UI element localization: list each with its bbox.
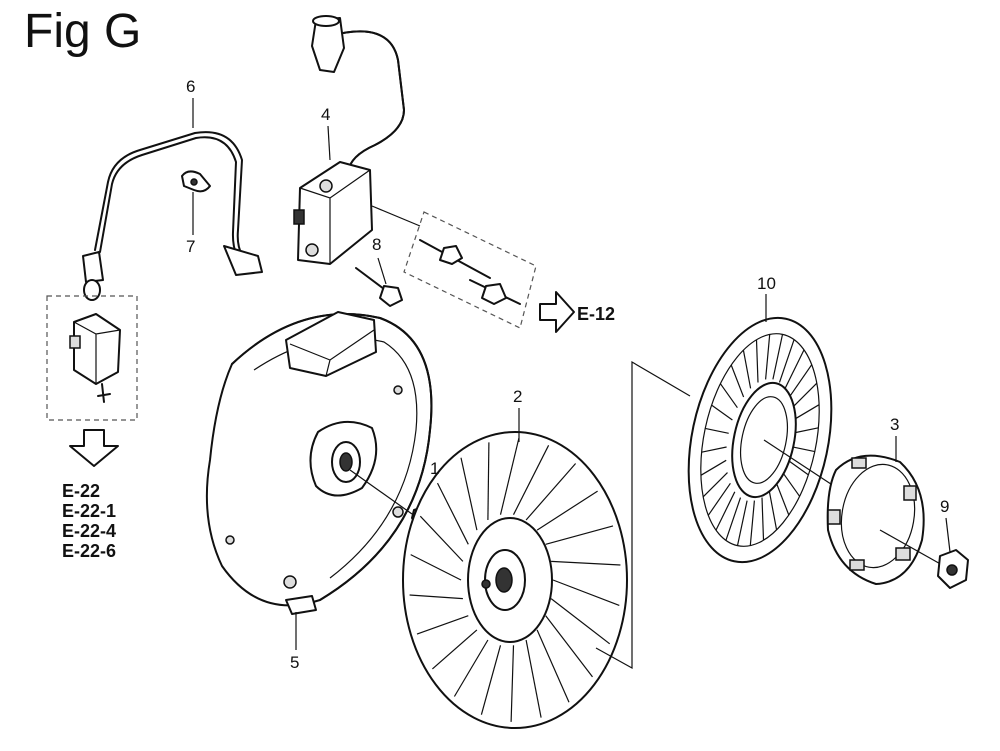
flywheel-fin	[550, 598, 611, 645]
part-4-ignition-coil	[293, 15, 421, 265]
leader-9	[945, 517, 951, 553]
pulley-rib	[782, 471, 801, 497]
flywheel-fin	[525, 639, 542, 718]
pulley-rib	[772, 334, 784, 380]
ref-e22-6[interactable]: E-22-6	[62, 541, 117, 561]
part-7-clip	[181, 170, 211, 193]
flywheel-fin	[545, 615, 593, 678]
subassembly-box-right	[403, 211, 537, 329]
ref-e22[interactable]: E-22	[62, 481, 101, 501]
pulley-rib	[749, 500, 755, 546]
plug-cap-subpart	[69, 313, 121, 403]
flywheel-fin	[551, 560, 621, 566]
part-2-flywheel	[402, 431, 628, 729]
pulley-rib	[765, 334, 771, 380]
flywheel-fin	[487, 442, 490, 521]
flywheel-fin	[453, 639, 489, 697]
pulley-rib	[705, 427, 729, 434]
flywheel-fin	[552, 579, 620, 606]
flywheel-fin	[410, 554, 462, 581]
pulley-rib	[784, 349, 805, 389]
pulley-rib	[793, 427, 819, 434]
pulley-rib	[778, 339, 795, 383]
part-6-lead	[82, 131, 263, 301]
flywheel-fin	[409, 594, 463, 600]
pulley-rib	[768, 491, 778, 531]
pulley-rib	[700, 459, 727, 476]
leader-4	[327, 125, 331, 161]
callout-3: 3	[890, 415, 900, 434]
ref-e12[interactable]: E-12	[577, 304, 616, 324]
pulley-rib	[701, 446, 727, 453]
pulley-rib	[755, 339, 759, 383]
e12-bolts	[419, 239, 521, 305]
down-arrow-left	[69, 429, 119, 467]
callout-7: 7	[186, 237, 196, 256]
part-8-bolt	[355, 267, 403, 307]
right-arrow-e12	[539, 291, 575, 333]
pulley-rib	[793, 404, 820, 421]
callout-1: 1	[430, 459, 440, 478]
flywheel-fin	[419, 515, 464, 562]
pulley-rib	[719, 383, 738, 409]
callout-4: 4	[321, 105, 331, 124]
callout-10: 10	[757, 274, 776, 293]
pulley-rib	[702, 472, 728, 498]
pulley-rib	[787, 459, 809, 476]
pulley-rib	[775, 482, 790, 516]
pulley-rib	[791, 446, 815, 453]
flywheel-fin	[536, 490, 598, 531]
part-9-flange-nut	[937, 549, 969, 589]
callout-9: 9	[940, 497, 950, 516]
callout-6: 6	[186, 77, 196, 96]
pulley-rib	[725, 497, 742, 541]
pulley-rib	[711, 404, 733, 421]
pulley-rib	[715, 491, 736, 531]
flywheel-fin	[416, 615, 469, 635]
pulley-rib	[707, 482, 731, 516]
flywheel-fin	[536, 629, 570, 703]
pulley-rib	[792, 382, 818, 408]
pulley-rib	[730, 364, 745, 398]
part-5-housing	[205, 311, 433, 615]
leader-8	[377, 257, 387, 285]
flywheel-fin	[525, 463, 577, 521]
ref-e22-1[interactable]: E-22-1	[62, 501, 117, 521]
ref-e22-4[interactable]: E-22-4	[62, 521, 117, 541]
flywheel-fin	[545, 525, 614, 545]
pulley-rib	[742, 349, 752, 389]
flywheel-fin	[460, 457, 478, 531]
flywheel-fin	[499, 437, 520, 515]
callout-2: 2	[513, 387, 523, 406]
axis-line-2	[763, 439, 841, 491]
callout-8: 8	[372, 235, 382, 254]
part-10-pulley	[687, 316, 833, 564]
flywheel-fin	[436, 482, 469, 545]
axis-line	[595, 360, 691, 670]
pulley-rib	[761, 497, 765, 541]
part-3-starter-cup	[826, 454, 945, 585]
subassembly-box-left	[46, 295, 138, 421]
flywheel-fin	[480, 645, 502, 715]
callout-5: 5	[290, 653, 300, 672]
ref-list-e22: E-22 E-22-1 E-22-4 E-22-6	[62, 482, 116, 562]
flywheel-fin	[512, 445, 550, 515]
flywheel-fin	[510, 645, 515, 722]
figure-title: Fig G	[24, 5, 142, 58]
pulley-rib	[736, 500, 748, 546]
flywheel-fin	[432, 629, 478, 670]
pulley-rib	[789, 364, 813, 398]
